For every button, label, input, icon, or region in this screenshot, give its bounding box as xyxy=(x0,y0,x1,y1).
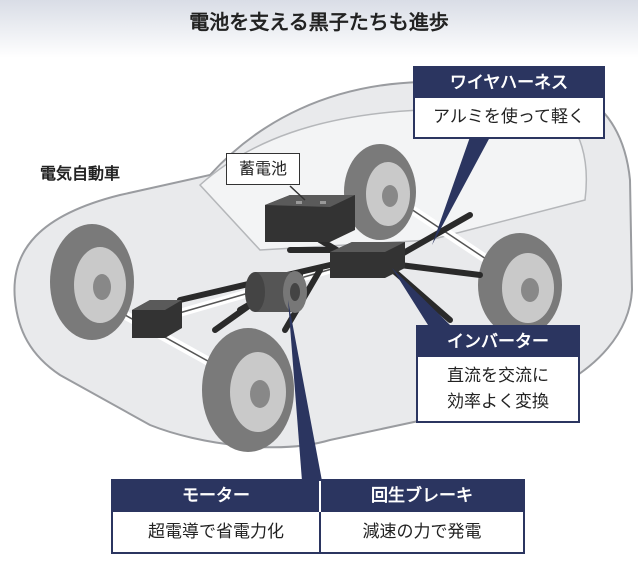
wheel-front-left xyxy=(50,224,134,340)
motor-cylinder xyxy=(245,271,307,313)
wire-harness-heading: ワイヤハーネス xyxy=(415,68,603,98)
car-label: 電気自動車 xyxy=(40,164,121,183)
bottom-callouts: モーター 超電導で省電力化 回生ブレーキ 減速の力で発電 xyxy=(111,479,525,554)
battery-label: 蓄電池 xyxy=(226,153,300,185)
motor-text: 超電導で省電力化 xyxy=(148,522,284,542)
wheel-rear-right xyxy=(478,233,562,337)
inverter-text-line2: 効率よく変換 xyxy=(447,392,549,412)
gearbox-block xyxy=(132,300,182,338)
motor-pointer xyxy=(288,300,322,481)
motor-callout: モーター 超電導で省電力化 xyxy=(113,481,321,552)
regen-brake-callout: 回生ブレーキ 減速の力で発電 xyxy=(321,481,523,552)
wheel-front-right xyxy=(344,144,416,240)
wire-harness-callout: ワイヤハーネス アルミを使って軽く xyxy=(413,66,605,139)
battery-pointer xyxy=(289,185,306,201)
inverter-pointer xyxy=(392,268,450,325)
inverter-text-line1: 直流を交流に xyxy=(447,366,549,386)
regen-brake-heading: 回生ブレーキ xyxy=(321,481,523,512)
regen-brake-text: 減速の力で発電 xyxy=(362,522,482,542)
wheel-rear-left xyxy=(202,328,294,452)
inverter-heading: インバーター xyxy=(418,327,578,357)
wire-harness-text: アルミを使って軽く xyxy=(433,107,585,127)
motor-heading: モーター xyxy=(113,481,321,512)
battery-block xyxy=(265,195,355,242)
diagram-title: 電池を支える黒子たちも進歩 xyxy=(189,10,449,34)
inverter-block xyxy=(330,242,405,278)
wire-harness-pointer xyxy=(432,137,490,245)
inverter-callout: インバーター 直流を交流に 効率よく変換 xyxy=(416,325,580,423)
title-band xyxy=(0,0,638,58)
inverter-text: 直流を交流に 効率よく変換 xyxy=(418,357,578,421)
